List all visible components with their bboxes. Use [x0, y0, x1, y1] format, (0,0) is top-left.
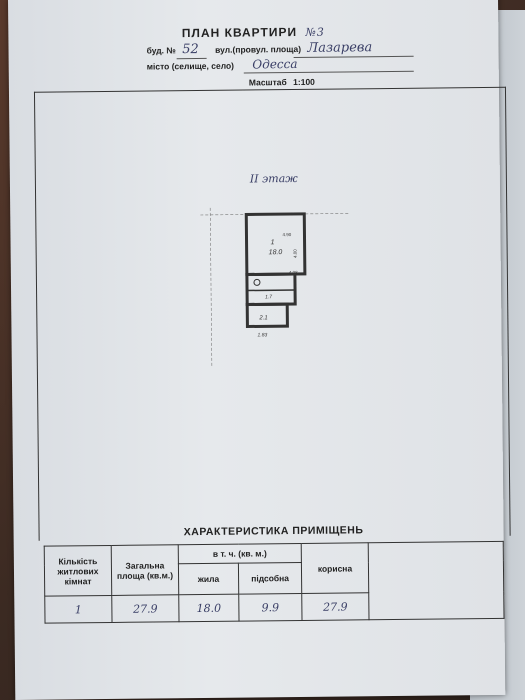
apartment-number: №3 [305, 25, 325, 39]
header-useful: корисна [301, 542, 369, 594]
building-row: буд. № 52 вул.(провул. площа) Лазарева [146, 40, 372, 57]
dim-label: 4.90 [282, 232, 291, 237]
floor-note: II этаж [249, 171, 298, 186]
room-main-area: 18.0 [269, 249, 283, 256]
dim-label: 4.08 [289, 270, 298, 275]
header-incl: в т. ч. (кв. м.) [178, 543, 302, 564]
scale-value: 1:100 [293, 76, 315, 88]
dim-label: 4.00 [293, 249, 298, 258]
dim-label: 1.83 [257, 332, 267, 338]
header-total: Загальна площа (кв.м.) [111, 544, 179, 596]
room-main-number: 1 [271, 239, 275, 246]
city-row: місто (селище, село) Одесса [147, 57, 298, 73]
building-label: буд. № [146, 45, 176, 56]
city-value: Одесса [252, 56, 298, 72]
scale-label: Масштаб [248, 77, 287, 88]
value-useful: 27.9 [301, 592, 370, 621]
street-underline [293, 55, 414, 59]
street-value: Лазарева [307, 40, 373, 56]
building-number: 52 [182, 42, 199, 58]
room-small-area: 1.7 [265, 294, 272, 300]
street-label: вул.(провул. площа) [215, 43, 302, 55]
page-title: ПЛАН КВАРТИРИ №3 [8, 23, 498, 42]
value-aux: 9.9 [238, 593, 303, 622]
value-rooms: 1 [44, 595, 113, 624]
scale-row: Масштаб 1:100 [249, 77, 315, 88]
value-total: 27.9 [111, 594, 180, 623]
title-text: ПЛАН КВАРТИРИ [181, 24, 298, 41]
value-living: 18.0 [178, 594, 240, 622]
room-bath-area: 2.1 [258, 315, 267, 321]
header-rooms: Кількість житлових кімнат [44, 545, 112, 597]
empty-cell [368, 541, 505, 620]
city-label: місто (селище, село) [146, 60, 235, 72]
characteristics-table: Кількість житлових кімнат Загальна площа… [44, 541, 505, 624]
floor-plan-drawing: 1 18.0 1.7 2.1 4.90 4.08 4.00 1.83 [200, 207, 351, 368]
header-living: жила [178, 563, 239, 595]
header-aux: підсобна [238, 562, 302, 595]
document-sheet: ПЛАН КВАРТИРИ №3 буд. № 52 вул.(провул. … [8, 0, 511, 700]
